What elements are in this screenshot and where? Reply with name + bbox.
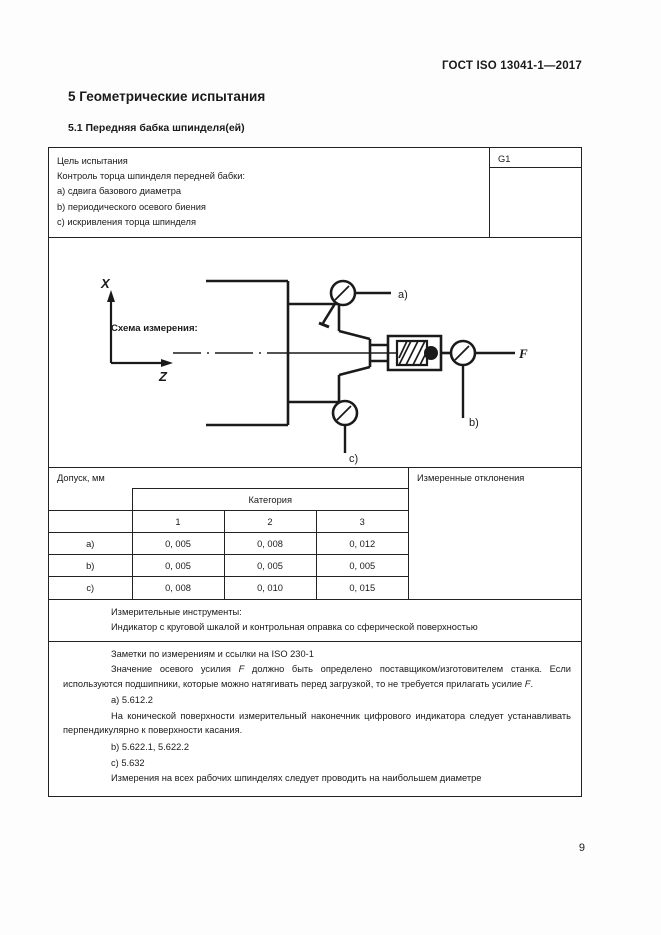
value-c-3: 0, 015 [315, 576, 408, 599]
tolerance-row: Допуск, мм Категория 1 2 3 a) 0, 005 [49, 467, 581, 599]
value-a-3: 0, 012 [315, 532, 408, 556]
coordinate-axes-icon [109, 300, 163, 365]
category-col-2: 2 [223, 510, 317, 534]
mandrel-hatching [398, 340, 428, 366]
table-row: b) 0, 005 0, 005 0, 005 [49, 554, 408, 578]
tolerance-cell: Допуск, мм Категория 1 2 3 a) 0, 005 [49, 468, 409, 599]
test-code-empty-area [490, 168, 581, 225]
purpose-intro: Контроль торца шпинделя передней бабки: [57, 171, 245, 182]
subsection-heading: 5.1 Передняя бабка шпинделя(ей) [68, 122, 245, 134]
notes-p1-part1: Значение осевого усилия [111, 664, 239, 675]
value-b-1: 0, 005 [131, 554, 225, 578]
row-label-a: a) [49, 532, 133, 556]
axis-z-label: Z [158, 369, 168, 384]
value-a-2: 0, 008 [223, 532, 317, 556]
tolerance-table: Категория 1 2 3 a) 0, 005 0, 008 0, 012 [49, 488, 408, 599]
axis-x-label: X [100, 276, 111, 291]
force-label: F [518, 346, 528, 361]
axis-x-arrowhead-icon [107, 290, 115, 303]
purpose-title: Цель испытания [57, 156, 128, 166]
axis-z-arrowhead-icon [161, 359, 173, 368]
instruments-row: Измерительные инструменты: Индикатор с к… [49, 598, 581, 641]
measured-deviations-header: Измеренные отклонения [417, 473, 525, 484]
page-number: 9 [578, 842, 585, 854]
dial-indicator-a-icon [318, 279, 391, 329]
notes-title: Заметки по измерениям и ссылки на ISO 23… [111, 648, 314, 659]
test-sheet-table: Цель испытания Контроль торца шпинделя п… [48, 147, 582, 797]
purpose-item-a: a) сдвига базового диаметра [57, 186, 182, 197]
table-row-category-numbers: 1 2 3 [49, 510, 408, 534]
callout-label-c: c) [349, 453, 358, 465]
measurement-diagram: X Z a) b) c) F [100, 276, 528, 465]
purpose-cell: Цель испытания Контроль торца шпинделя п… [49, 148, 490, 238]
diagram-title: Схема измерения: [111, 323, 198, 335]
notes-row: Заметки по измерениям и ссылки на ISO 23… [49, 640, 581, 796]
value-a-1: 0, 005 [131, 532, 225, 556]
test-mandrel-housing [386, 334, 443, 372]
category-col-3: 3 [315, 510, 408, 534]
notes-paragraph-3: Измерения на всех рабочих шпинделях след… [111, 773, 482, 784]
tolerance-header: Допуск, мм [57, 473, 105, 484]
callout-label-a: a) [398, 289, 408, 301]
standard-designation: ГОСТ ISO 13041-1—2017 [441, 60, 582, 72]
instruments-title: Измерительные инструменты: [111, 606, 242, 617]
section-heading: 5 Геометрические испытания [68, 89, 266, 104]
category-col-1: 1 [131, 510, 225, 534]
dial-indicator-b-icon [449, 339, 477, 419]
purpose-item-c: c) искривления торца шпинделя [57, 216, 197, 227]
value-c-2: 0, 010 [223, 576, 317, 599]
notes-paragraph-1: Значение осевого усилия F должно быть оп… [63, 662, 571, 691]
notes-reference-b: b) 5.622.1, 5.622.2 [111, 742, 190, 753]
force-symbol-2: F [524, 678, 531, 689]
test-mandrel-hatched [395, 339, 429, 367]
value-b-2: 0, 005 [223, 554, 317, 578]
notes-p1-part3: . [530, 678, 534, 689]
dial-indicator-c-icon [331, 399, 359, 454]
notes-p1-part2: должно быть определено поставщиком/изгот… [63, 664, 571, 689]
row-label-b: b) [49, 554, 133, 578]
purpose-item-b: b) периодического осевого биения [57, 201, 206, 212]
mandrel-spherical-tip [424, 346, 438, 361]
instruments-text: Индикатор с круговой шкалой и контрольна… [111, 621, 478, 632]
empty-corner-cell-2 [49, 510, 133, 534]
measurement-diagram-row: Схема измерения: [49, 237, 581, 467]
test-code-label: G1 [490, 148, 581, 168]
test-code-cell: G1 [490, 148, 581, 237]
empty-corner-cell [49, 488, 133, 512]
notes-reference-a: a) 5.612.2 [111, 695, 153, 706]
notes-reference-c: c) 5.632 [111, 757, 145, 768]
purpose-text-block: Цель испытания Контроль торца шпинделя п… [49, 148, 489, 237]
category-header-cell: Категория [131, 488, 408, 512]
purpose-row: Цель испытания Контроль торца шпинделя п… [49, 148, 581, 238]
row-label-c: c) [49, 576, 133, 599]
table-row: c) 0, 008 0, 010 0, 015 [49, 576, 408, 599]
callout-label-b: b) [469, 417, 479, 429]
force-symbol-1: F [238, 664, 245, 675]
value-b-3: 0, 005 [315, 554, 408, 578]
measured-deviations-cell: Измеренные отклонения [409, 468, 581, 599]
table-row: a) 0, 005 0, 008 0, 012 [49, 532, 408, 556]
notes-paragraph-2: На конической поверхности измерительный … [63, 710, 571, 736]
table-row-category-header: Категория [49, 488, 408, 512]
value-c-1: 0, 008 [131, 576, 225, 599]
